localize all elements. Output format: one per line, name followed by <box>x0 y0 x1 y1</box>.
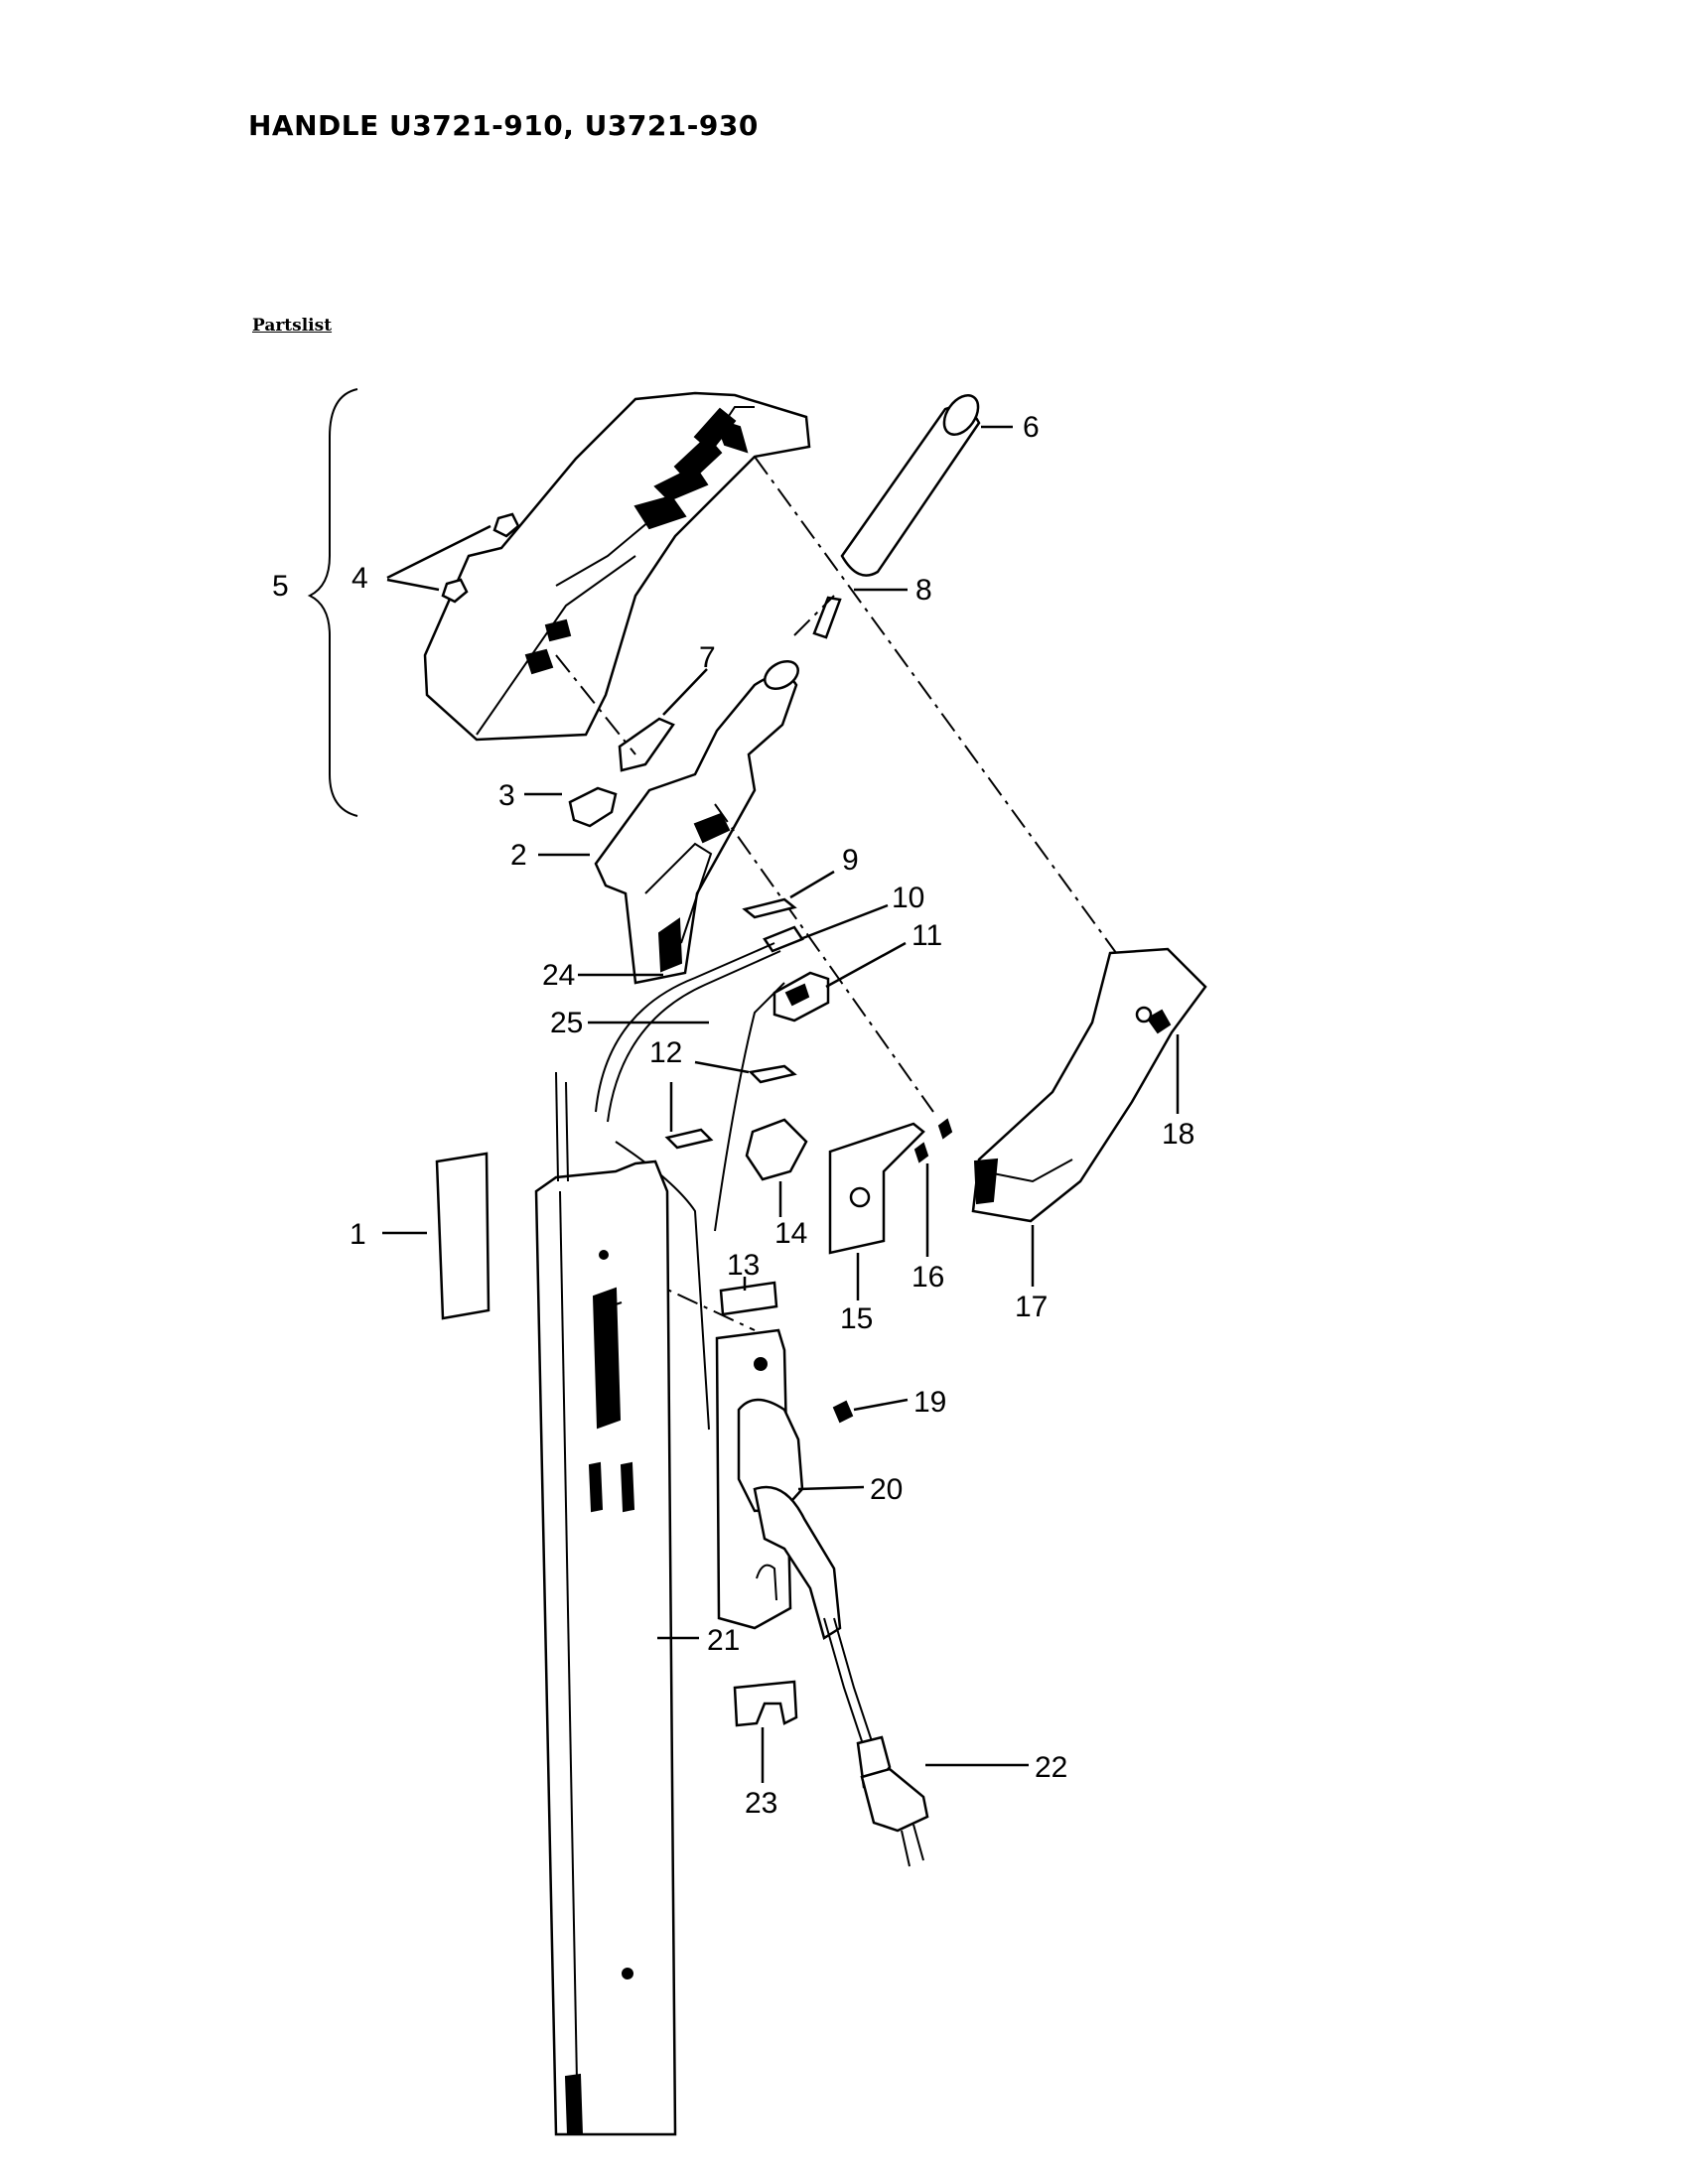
callout-1: 1 <box>350 1218 366 1251</box>
callout-20: 20 <box>870 1473 903 1506</box>
leader-12a <box>694 1060 750 1074</box>
callout-11: 11 <box>912 919 942 952</box>
rear-screw-hole <box>1135 1006 1153 1024</box>
callout-16: 16 <box>912 1261 944 1294</box>
callout-6: 6 <box>1023 411 1040 444</box>
callout-23: 23 <box>745 1787 777 1820</box>
terminal-lower[interactable] <box>664 1128 714 1150</box>
clip[interactable] <box>742 897 797 919</box>
callout-21: 21 <box>707 1624 740 1657</box>
callout-24: 24 <box>542 959 575 992</box>
callout-19: 19 <box>913 1386 946 1419</box>
knob-upper[interactable] <box>492 512 520 538</box>
partslist-link[interactable]: Partslist <box>252 316 333 336</box>
leader-4b <box>386 578 440 592</box>
leader-19 <box>853 1398 909 1412</box>
wire-harness-d[interactable] <box>615 1141 710 1431</box>
callout-17: 17 <box>1015 1291 1048 1323</box>
power-cord[interactable] <box>823 1617 929 1867</box>
assembly-line-lower <box>605 1260 756 1331</box>
switch-cap[interactable] <box>618 717 675 772</box>
page-title: HANDLE U3721-910, U3721-930 <box>248 109 759 142</box>
callout-10: 10 <box>892 882 924 914</box>
rear-handle-cover[interactable] <box>971 947 1207 1223</box>
switch-lever[interactable] <box>568 786 618 828</box>
assembly-line-cap <box>555 654 636 755</box>
pin[interactable] <box>812 596 842 639</box>
callout-8: 8 <box>915 574 932 607</box>
callout-3: 3 <box>498 779 515 812</box>
callout-5: 5 <box>272 570 289 603</box>
upper-handle-housing[interactable] <box>423 391 811 742</box>
leader-9 <box>789 870 835 899</box>
leader-20 <box>797 1485 865 1491</box>
grip-sleeve[interactable] <box>840 389 985 577</box>
cord-holder-plate[interactable] <box>715 1328 842 1640</box>
callout-25: 25 <box>550 1007 583 1039</box>
group-bracket <box>307 388 358 817</box>
assembly-line-switch <box>714 803 934 1113</box>
callout-9: 9 <box>842 844 859 877</box>
wire-harness-b[interactable] <box>607 950 781 1123</box>
assembly-line-main <box>754 456 1123 962</box>
cover-plate[interactable] <box>828 1122 925 1255</box>
callout-7: 7 <box>699 641 716 674</box>
leader-11 <box>825 941 907 989</box>
warning-label[interactable] <box>719 1281 778 1316</box>
callout-15: 15 <box>840 1302 873 1335</box>
callout-4: 4 <box>351 562 368 595</box>
terminal[interactable] <box>763 925 804 953</box>
wire-harness-a[interactable] <box>595 942 775 1113</box>
wire-harness-c[interactable] <box>714 982 785 1232</box>
leader-4a <box>386 524 491 580</box>
leader-7 <box>662 668 708 716</box>
leader-10 <box>799 903 889 941</box>
switch-block[interactable] <box>772 971 830 1023</box>
callout-2: 2 <box>510 839 527 872</box>
main-handle-tube[interactable] <box>534 1071 677 2136</box>
mount-screw[interactable] <box>832 1400 854 1424</box>
callout-18: 18 <box>1162 1118 1194 1151</box>
callout-22: 22 <box>1035 1751 1067 1784</box>
callout-13: 13 <box>727 1249 760 1282</box>
label-plate[interactable] <box>435 1152 491 1320</box>
assembly-line-pin <box>793 595 835 636</box>
terminal-upper[interactable] <box>748 1064 797 1084</box>
callout-14: 14 <box>774 1217 807 1250</box>
handle-tube-joint[interactable] <box>594 656 803 985</box>
callout-12: 12 <box>649 1036 682 1069</box>
cord-clip[interactable] <box>733 1680 798 1727</box>
screw-upper[interactable] <box>937 1118 953 1140</box>
insulator[interactable] <box>745 1118 808 1181</box>
screw-lower[interactable] <box>913 1142 929 1163</box>
rear-screw[interactable] <box>1146 1009 1172 1034</box>
knob-lower[interactable] <box>441 578 469 604</box>
